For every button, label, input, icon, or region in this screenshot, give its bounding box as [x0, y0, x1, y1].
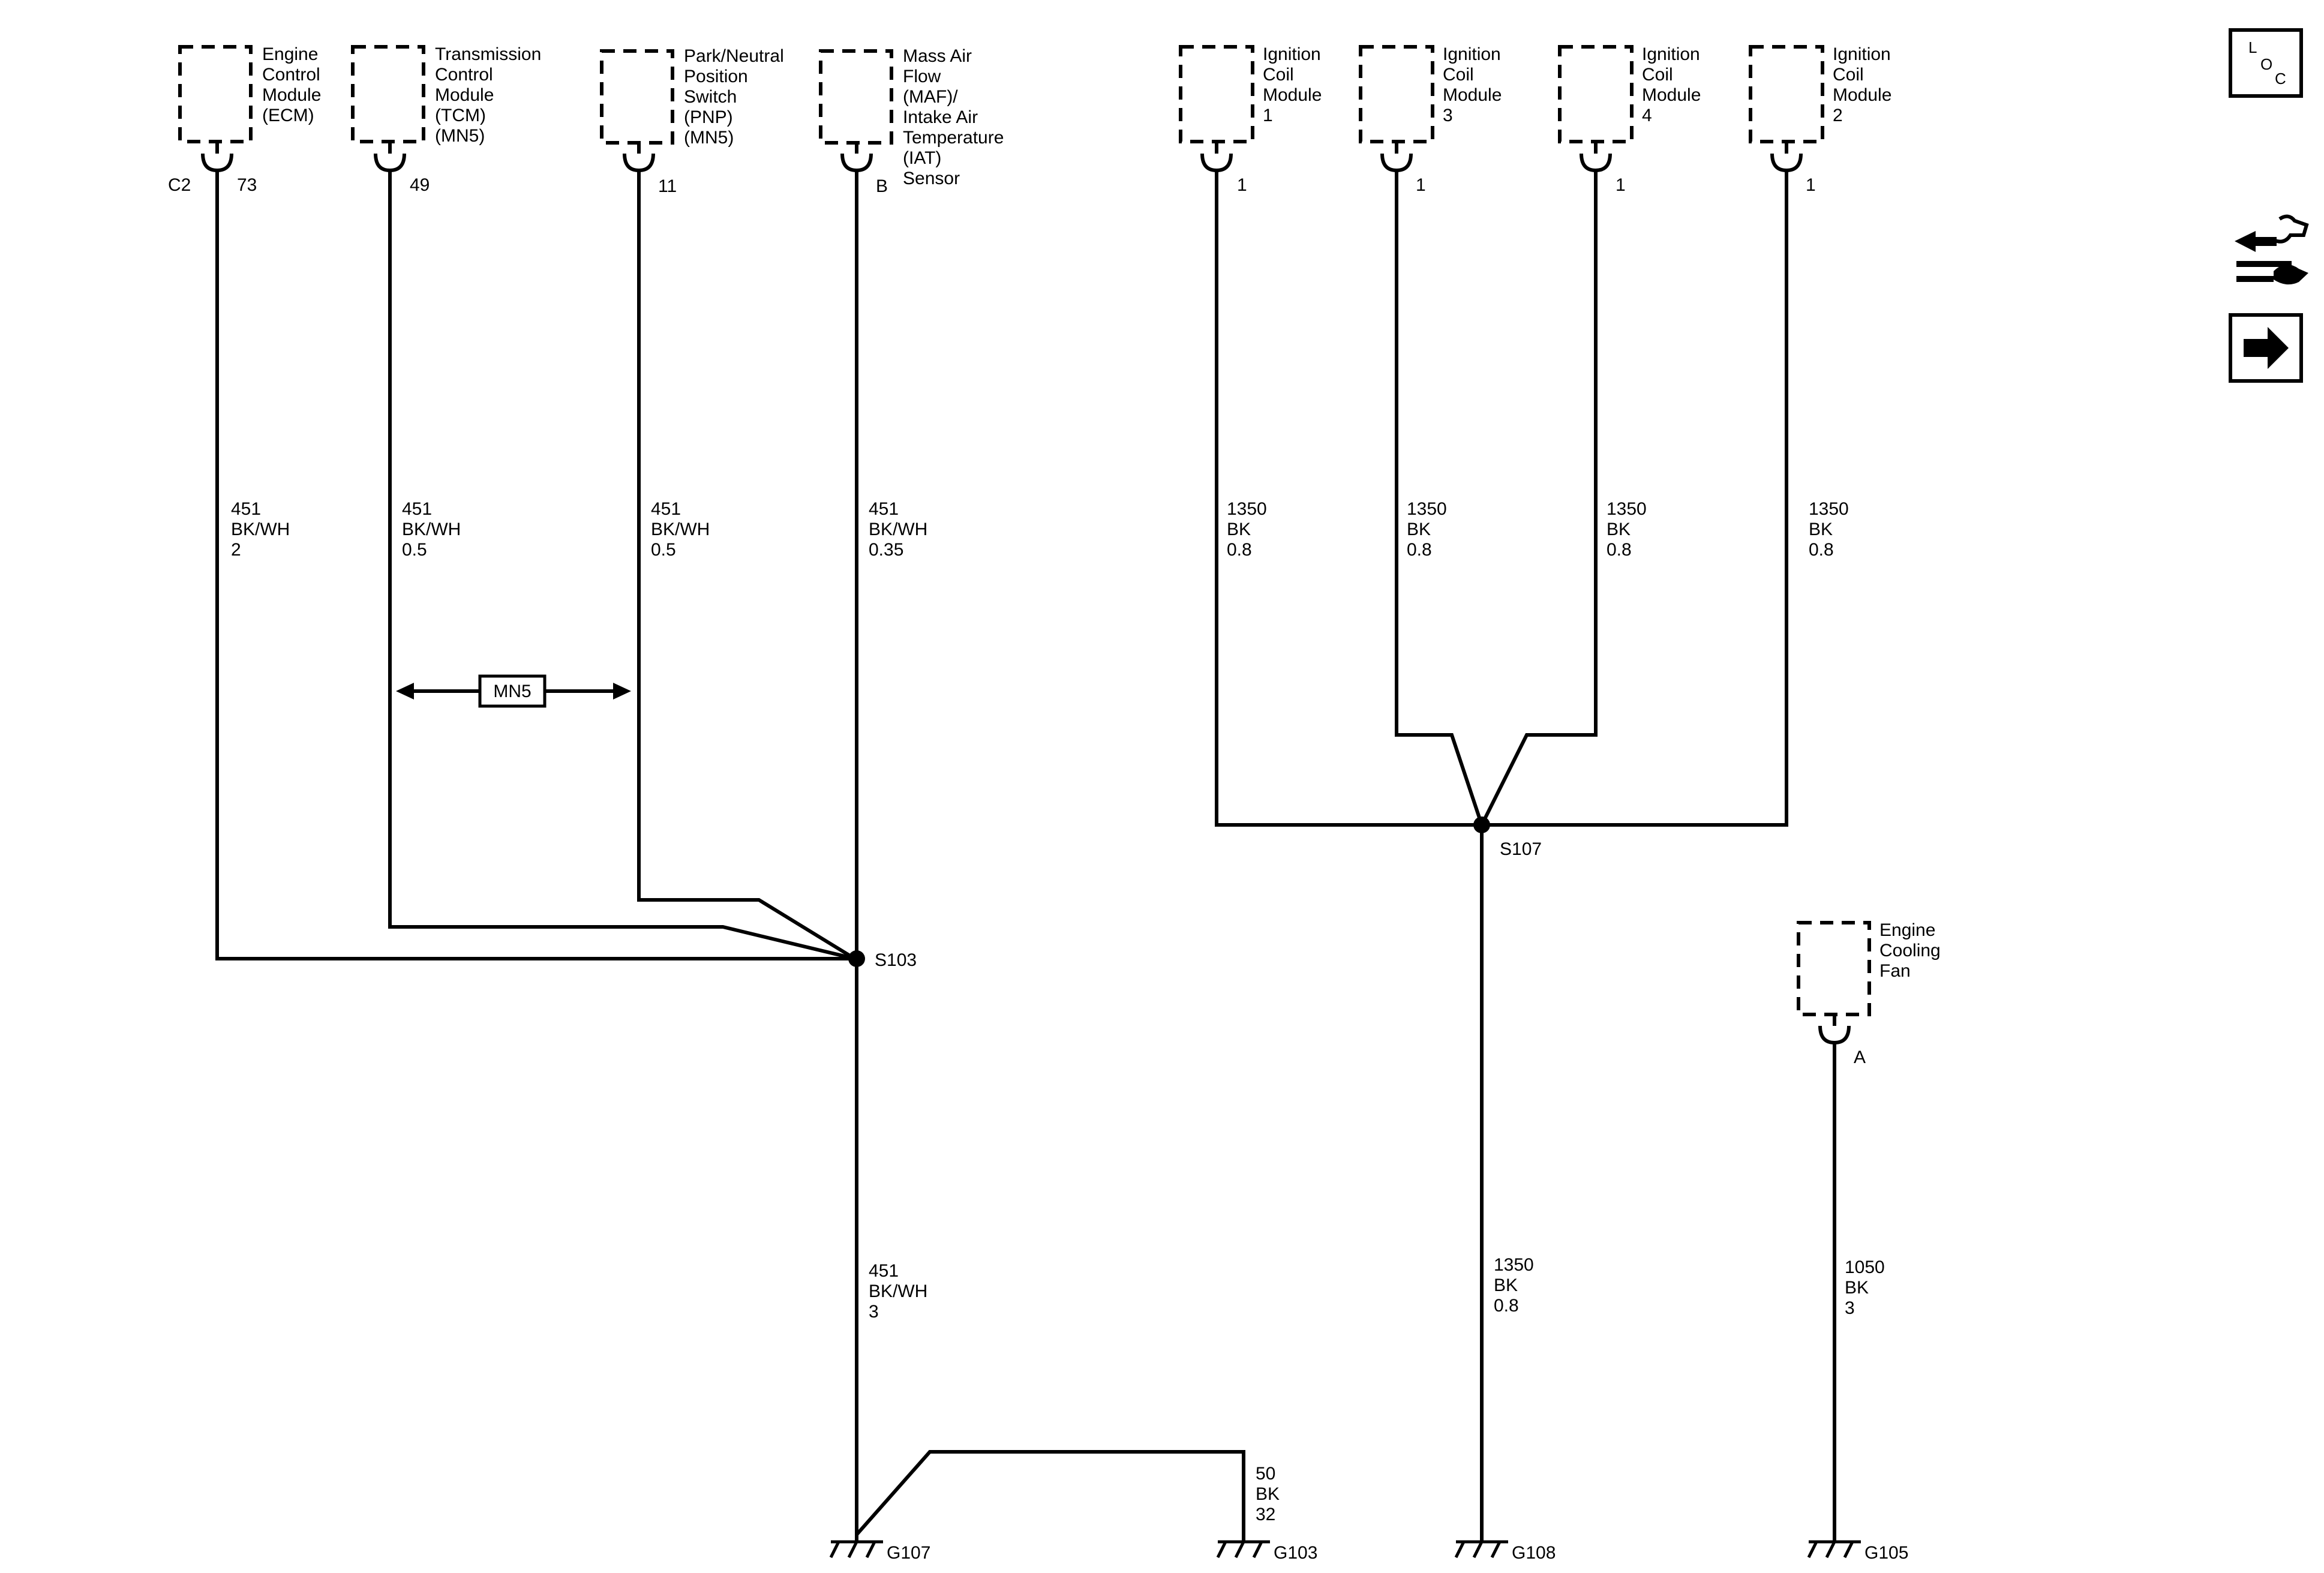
wire-label-g103: 50 BK 32 — [1256, 1464, 1284, 1524]
wire-label-s103-g107: 451 BK/WH 3 — [869, 1261, 933, 1322]
pin-coil1 — [1200, 142, 1233, 173]
navigate-arrow-icon[interactable] — [2229, 313, 2303, 383]
wire-label-ecm: 451 BK/WH 2 — [231, 499, 295, 560]
wire-coil4[interactable] — [1480, 170, 1598, 826]
pin-tcm — [374, 142, 406, 173]
wire-ecm[interactable] — [215, 170, 855, 960]
svg-text:O: O — [2260, 55, 2272, 73]
tcm-component[interactable]: Transmission Control Module (TCM) (MN5) — [351, 44, 547, 146]
pin-maf — [840, 143, 873, 173]
wire-g103[interactable] — [855, 1450, 1245, 1542]
pin-coil2 — [1770, 142, 1803, 173]
wire-label-coil4: 1350 BK 0.8 — [1607, 499, 1652, 560]
wire-label-pnp: 451 BK/WH 0.5 — [651, 499, 715, 560]
ecm-component[interactable]: Engine Control Module (ECM) — [178, 44, 326, 143]
ignition-coil-3-component[interactable]: Ignition Coil Module 3 — [1359, 44, 1507, 143]
pin-coil4 — [1580, 142, 1612, 173]
maf-pin-label: B — [876, 176, 888, 196]
s107-label: S107 — [1500, 839, 1542, 859]
wire-label-fan: 1050 BK 3 — [1845, 1257, 1890, 1318]
wires — [215, 170, 1836, 1542]
wire-label-coil3: 1350 BK 0.8 — [1407, 499, 1452, 560]
coil2-label: Ignition Coil Module 2 — [1833, 44, 1897, 125]
ecm-pin-label: 73 — [237, 175, 257, 195]
pin-pnp — [623, 143, 655, 173]
fan-label: Engine Cooling Fan — [1879, 920, 1945, 981]
coil2-pin-label: 1 — [1806, 175, 1816, 195]
wire-coil3[interactable] — [1395, 170, 1484, 825]
engine-cooling-fan-component[interactable]: Engine Cooling Fan — [1797, 920, 1945, 1016]
pnp-pin-label: 11 — [658, 176, 677, 196]
coil3-label: Ignition Coil Module 3 — [1443, 44, 1507, 125]
s103-label: S103 — [875, 950, 917, 970]
wire-label-s107-g108: 1350 BK 0.8 — [1494, 1255, 1539, 1316]
wire-label-maf: 451 BK/WH 0.35 — [869, 499, 933, 560]
svg-text:C: C — [2275, 70, 2286, 88]
coil1-pin-label: 1 — [1237, 175, 1247, 195]
wire-coil1[interactable] — [1215, 170, 1783, 827]
ground-g107[interactable]: G107 — [829, 1540, 930, 1563]
ignition-coil-2-component[interactable]: Ignition Coil Module 2 — [1749, 44, 1897, 143]
ecm-connector-label: C2 — [168, 175, 191, 195]
g103-label: G103 — [1274, 1543, 1317, 1563]
ground-g105[interactable]: G105 — [1807, 1540, 1908, 1563]
g105-label: G105 — [1864, 1543, 1908, 1563]
pnp-label: Park/Neutral Position Switch (PNP) (MN5) — [684, 46, 789, 148]
svg-text:L: L — [2248, 38, 2257, 56]
wire-label-tcm: 451 BK/WH 0.5 — [402, 499, 466, 560]
ground-g103[interactable]: G103 — [1216, 1540, 1317, 1563]
pnp-switch-component[interactable]: Park/Neutral Position Switch (PNP) (MN5) — [600, 46, 789, 148]
connector-swap-icon[interactable] — [2235, 214, 2309, 285]
coil3-pin-label: 1 — [1416, 175, 1426, 195]
pin-ecm — [201, 142, 233, 173]
wire-label-coil2: 1350 BK 0.8 — [1809, 499, 1854, 560]
maf-label: Mass Air Flow (MAF)/ Intake Air Temperat… — [903, 46, 1009, 188]
coil1-label: Ignition Coil Module 1 — [1263, 44, 1327, 125]
mn5-option-indicator: MN5 — [396, 674, 631, 708]
pin-coil3 — [1380, 142, 1413, 173]
wire-label-coil1: 1350 BK 0.8 — [1227, 499, 1272, 560]
g108-label: G108 — [1512, 1543, 1556, 1563]
loc-icon[interactable]: L O C — [2229, 28, 2303, 98]
maf-iat-sensor-component[interactable]: Mass Air Flow (MAF)/ Intake Air Temperat… — [819, 46, 1009, 188]
wire-tcm[interactable] — [388, 170, 855, 960]
pin-fan — [1818, 1014, 1851, 1045]
g107-label: G107 — [887, 1543, 930, 1563]
tcm-label: Transmission Control Module (TCM) (MN5) — [435, 44, 547, 146]
coil4-label: Ignition Coil Module 4 — [1642, 44, 1706, 125]
splice-s103[interactable] — [848, 950, 865, 967]
wire-coil2[interactable] — [1482, 170, 1788, 827]
wire-pnp[interactable] — [637, 170, 856, 960]
fan-pin-label: A — [1854, 1047, 1866, 1067]
ground-g108[interactable]: G108 — [1454, 1540, 1556, 1563]
coil4-pin-label: 1 — [1616, 175, 1626, 195]
tcm-pin-label: 49 — [410, 175, 430, 195]
ignition-coil-4-component[interactable]: Ignition Coil Module 4 — [1558, 44, 1706, 143]
ecm-label: Engine Control Module (ECM) — [262, 44, 326, 125]
ignition-coil-1-component[interactable]: Ignition Coil Module 1 — [1179, 44, 1327, 143]
mn5-option-label: MN5 — [493, 682, 531, 701]
splice-s107[interactable] — [1473, 816, 1490, 833]
connector-pins — [201, 142, 1851, 1045]
